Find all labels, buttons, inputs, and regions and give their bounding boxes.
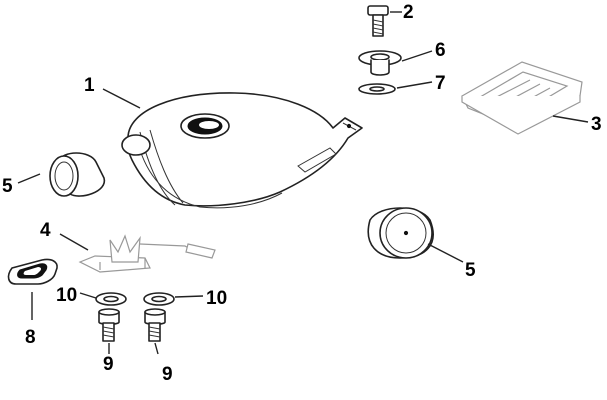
mounting-bracket (461, 61, 583, 135)
leader-6 (401, 50, 433, 62)
callout-labels: 1 2 3 4 5 5 6 7 8 9 9 10 10 (2, 2, 602, 385)
bolt-top (367, 5, 389, 37)
gasket (7, 258, 58, 285)
leader-lines (17, 11, 589, 355)
flanged-bushing (358, 50, 402, 76)
callout-7: 7 (435, 73, 446, 94)
callout-9-right: 9 (162, 364, 173, 385)
leader-5b (427, 243, 464, 263)
cushion-left (49, 152, 105, 197)
callout-10-right: 10 (206, 288, 227, 309)
washer-right (143, 292, 175, 306)
fuel-tank (121, 92, 363, 209)
bolt-left (98, 308, 120, 342)
leader-9b (154, 342, 159, 355)
washer-top (358, 83, 396, 95)
callout-2: 2 (403, 2, 414, 23)
cushion-right (367, 207, 434, 259)
bolt-right (144, 308, 166, 342)
callout-5-left: 5 (2, 176, 13, 197)
leader-7 (396, 81, 433, 89)
callout-8: 8 (25, 327, 36, 348)
leader-3 (552, 115, 589, 123)
callout-5-right: 5 (465, 260, 476, 281)
leader-5a (17, 173, 41, 184)
callout-4: 4 (40, 220, 51, 241)
callout-1: 1 (84, 75, 95, 96)
callout-10-left: 10 (56, 285, 77, 306)
leader-1 (102, 88, 141, 109)
leader-4 (59, 233, 89, 251)
fuel-sender (78, 234, 216, 273)
callout-9-left: 9 (103, 354, 114, 375)
callout-6: 6 (435, 40, 446, 61)
washer-left (95, 292, 127, 306)
leader-10b (174, 295, 204, 298)
callout-3: 3 (591, 114, 602, 135)
leader-10a (79, 292, 97, 299)
